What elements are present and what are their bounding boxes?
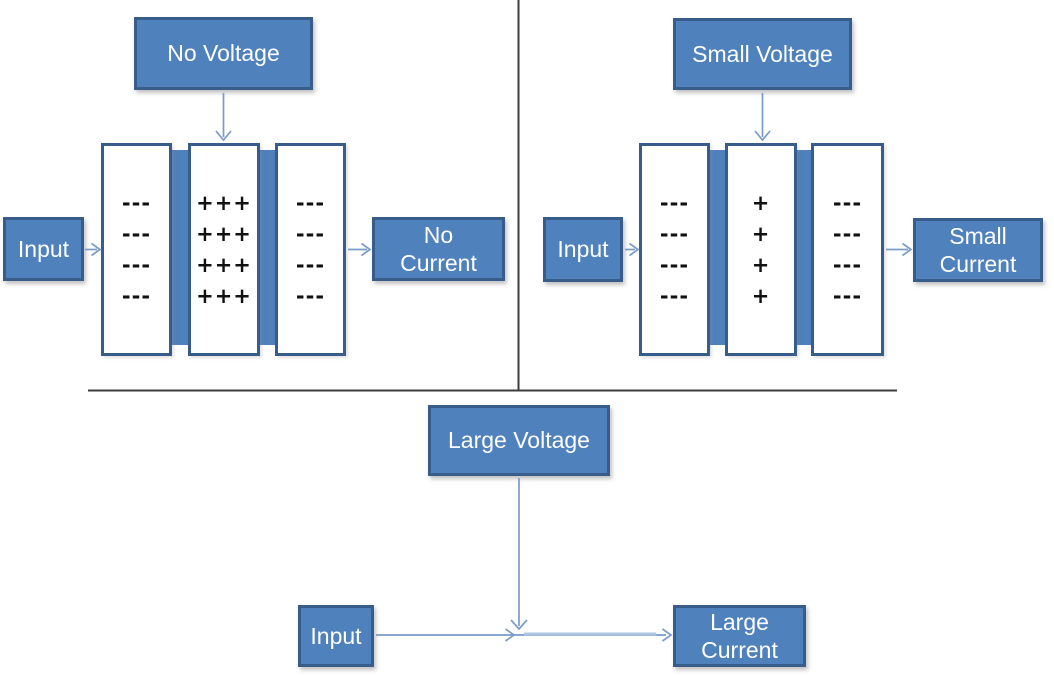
- plate-negative-left: --- --- --- ---: [101, 143, 172, 356]
- charge-row: +++: [196, 284, 252, 308]
- charge-row: ---: [832, 253, 863, 277]
- small-voltage-box: Small Voltage: [673, 18, 852, 90]
- arrowhead-down: [215, 130, 232, 142]
- arrowhead-down: [754, 130, 771, 142]
- charge-row: +++: [196, 191, 252, 215]
- arrowhead-right: [662, 628, 673, 642]
- charge-row: ---: [295, 253, 326, 277]
- charge-row: ---: [832, 222, 863, 246]
- charge-row: ---: [295, 222, 326, 246]
- charge-row: ---: [659, 253, 690, 277]
- arrowhead-right: [505, 628, 516, 642]
- arrowhead-right: [361, 242, 372, 257]
- charge-row: +: [751, 191, 771, 215]
- arrowhead-right: [902, 242, 913, 257]
- plate-positive-middle: +++ +++ +++ +++: [188, 143, 260, 356]
- plate-negative-left: --- --- --- ---: [639, 143, 710, 356]
- charge-row: ---: [295, 191, 326, 215]
- large-current-box: Large Current: [673, 605, 806, 667]
- arrowhead-right: [91, 242, 102, 257]
- plate-negative-right: --- --- --- ---: [275, 143, 346, 356]
- charge-row: ---: [121, 253, 152, 277]
- charge-row: ---: [659, 284, 690, 308]
- charge-row: ---: [295, 284, 326, 308]
- charge-row: ---: [121, 191, 152, 215]
- arrowhead-down: [510, 619, 528, 631]
- charge-row: ---: [659, 222, 690, 246]
- plate-positive-middle: + + + +: [725, 143, 797, 356]
- input-box: Input: [3, 217, 84, 281]
- charge-row: ---: [121, 222, 152, 246]
- charge-row: +: [751, 222, 771, 246]
- charge-row: +++: [196, 253, 252, 277]
- input-box: Input: [298, 605, 374, 667]
- charge-row: +++: [196, 222, 252, 246]
- charge-row: ---: [832, 284, 863, 308]
- small-current-box: Small Current: [913, 218, 1043, 282]
- input-box: Input: [543, 217, 623, 282]
- charge-row: ---: [659, 191, 690, 215]
- charge-row: ---: [832, 191, 863, 215]
- no-current-box: No Current: [372, 217, 505, 281]
- charge-row: +: [751, 284, 771, 308]
- no-voltage-box: No Voltage: [134, 17, 313, 90]
- large-voltage-box: Large Voltage: [428, 405, 610, 476]
- charge-row: ---: [121, 284, 152, 308]
- plate-negative-right: --- --- --- ---: [811, 143, 884, 356]
- arrowhead-right: [629, 242, 640, 257]
- charge-row: +: [751, 253, 771, 277]
